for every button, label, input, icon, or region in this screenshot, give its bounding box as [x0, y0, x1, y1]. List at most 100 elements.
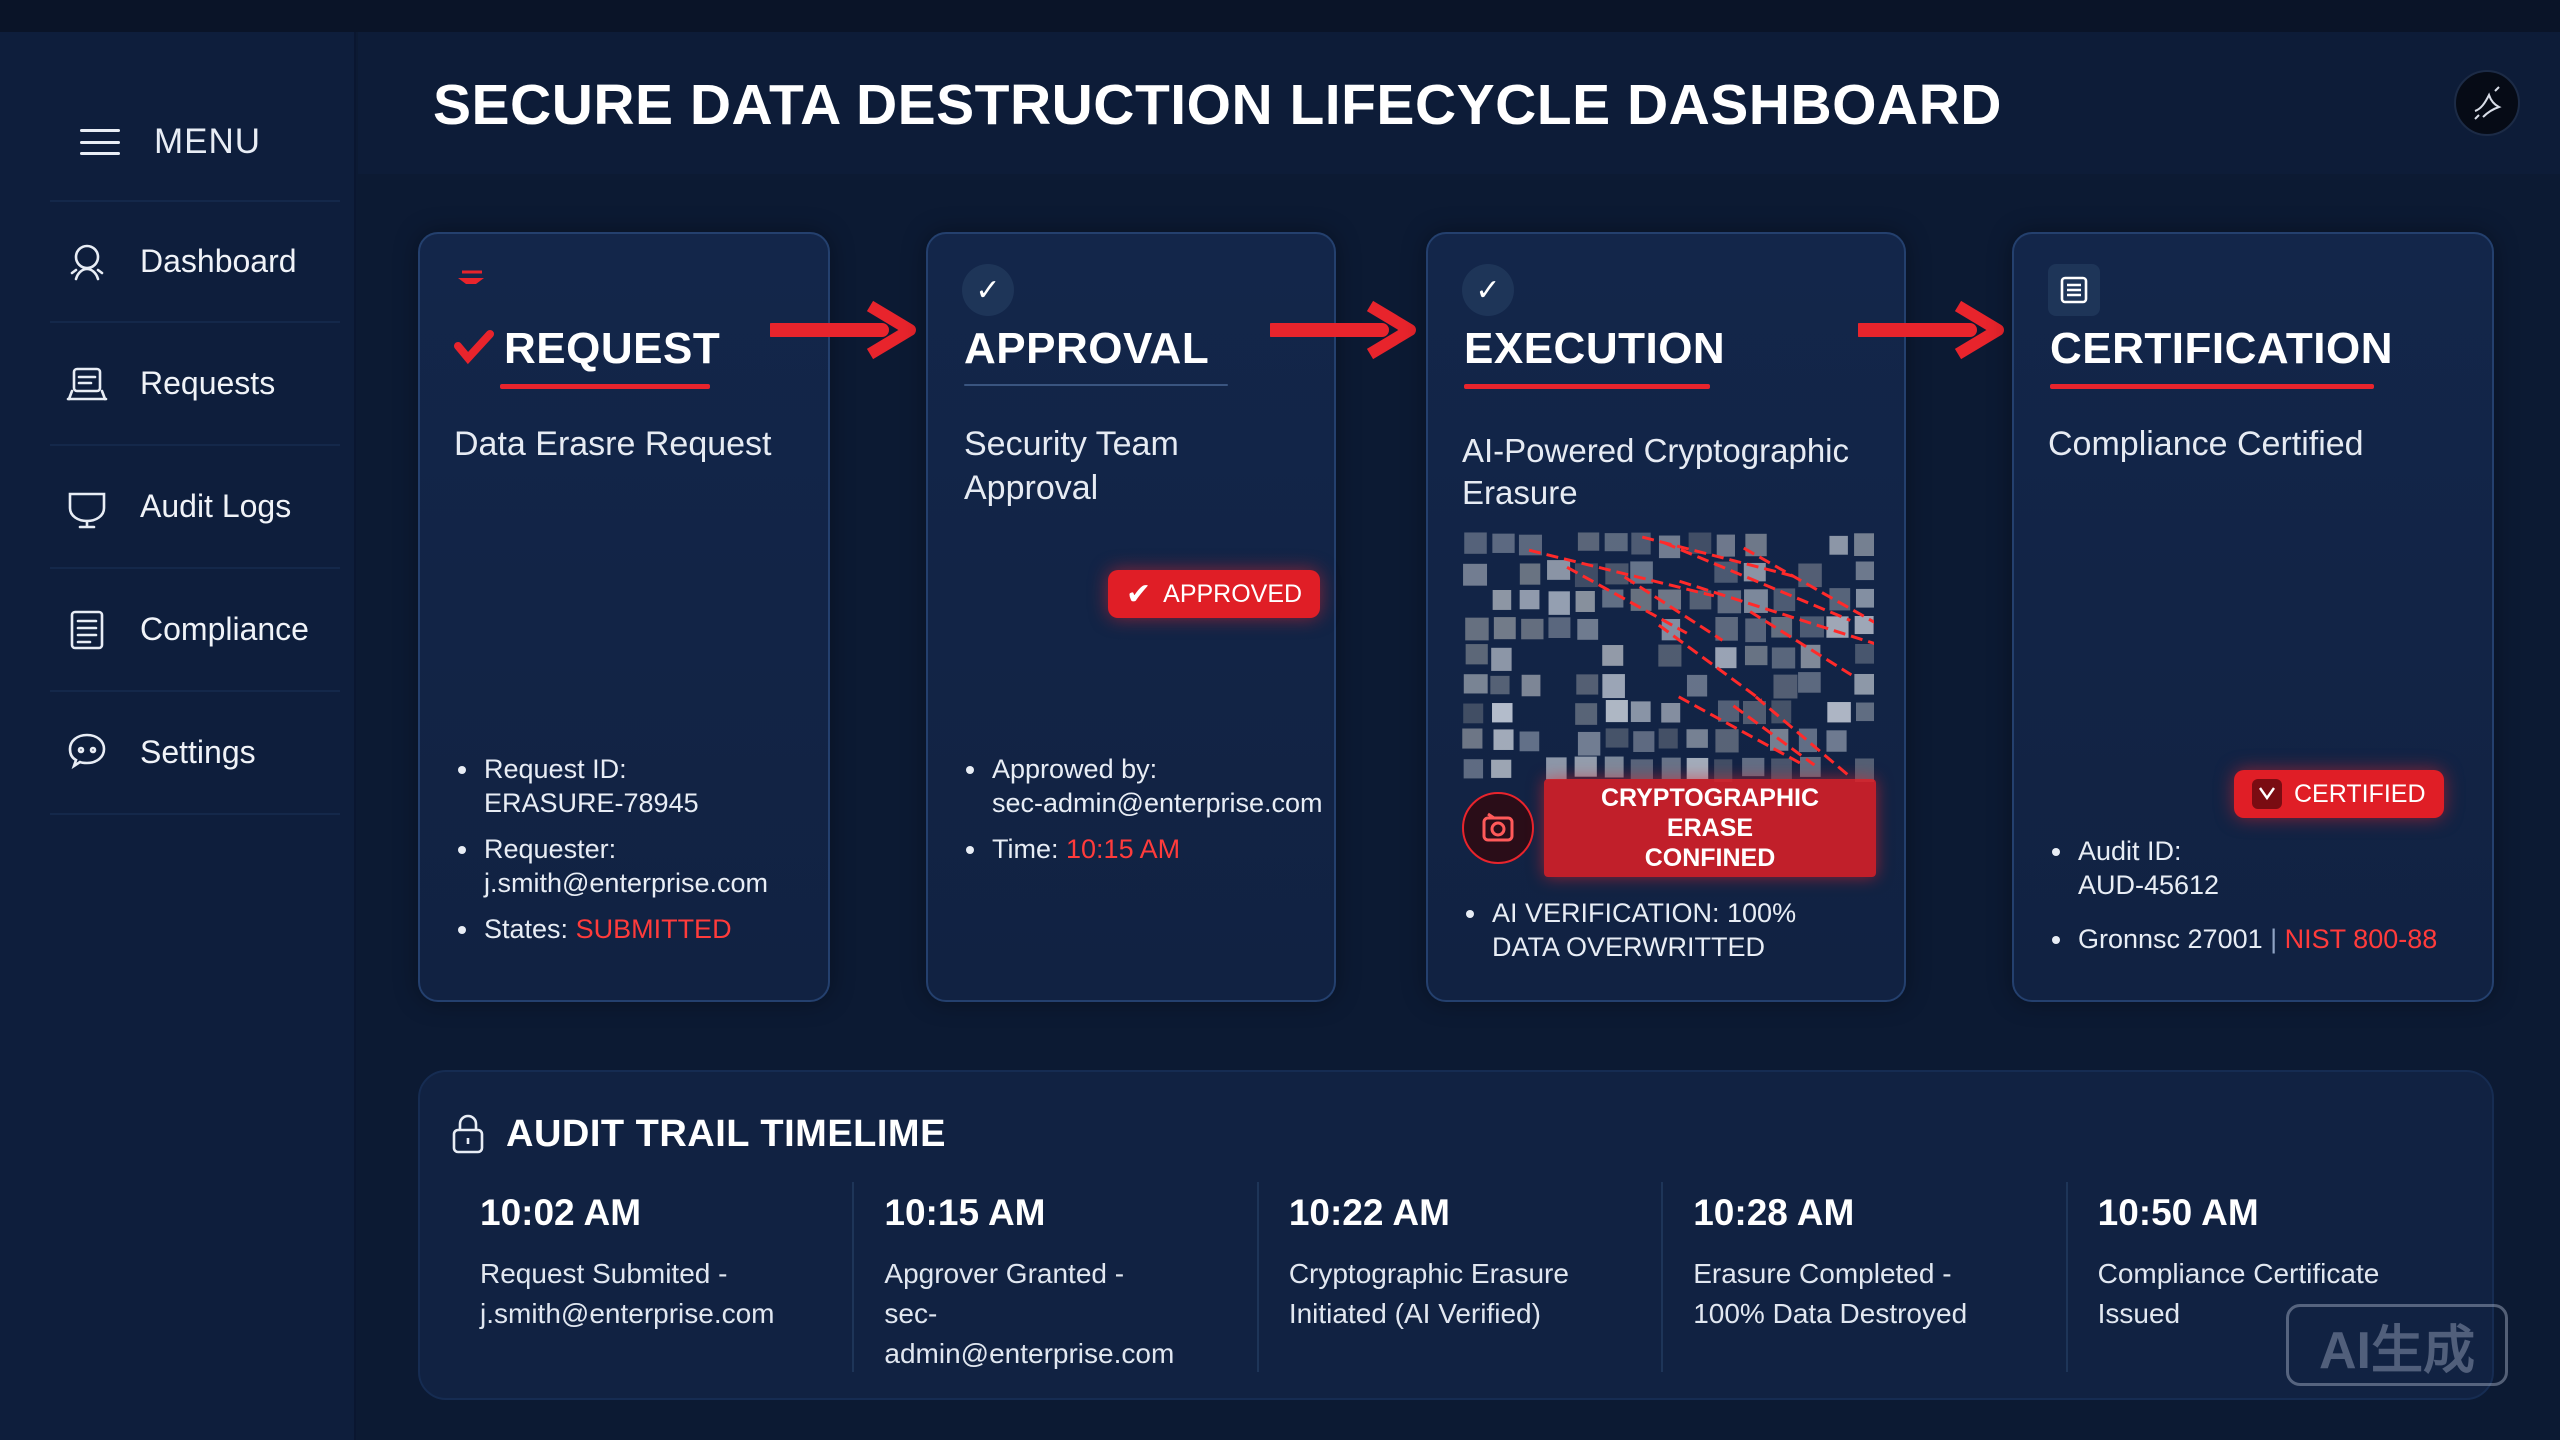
sidebar-item-dashboard[interactable]: Dashboard	[50, 200, 340, 323]
event-description: Request Submited -j.smith@enterprise.com	[480, 1254, 810, 1334]
erase-status: CRYPTOGRAPHIC ERASE CONFINED	[1462, 779, 1876, 877]
approved-by-label: Approwed by:	[992, 754, 1158, 784]
request-flag-icon	[454, 264, 506, 316]
requester-label: Requester:	[484, 834, 617, 864]
menu-label: MENU	[154, 122, 262, 161]
sidebar-item-audit-logs[interactable]: Audit Logs	[50, 446, 340, 569]
audit-trail-panel: AUDIT TRAIL TIMELIME 10:02 AM Request Su…	[418, 1070, 2494, 1400]
execution-details: AI VERIFICATION: 100% DATA OVERWRITTED	[1462, 896, 1882, 976]
list-item: Gronnsc 27001 | NIST 800-88	[2048, 922, 2488, 956]
nist-standard: NIST 800-88	[2284, 924, 2438, 954]
iso-standard: Gronnsc 27001	[2078, 924, 2263, 954]
certificate-icon	[2252, 779, 2282, 809]
approved-badge: ✔ APPROVED	[1108, 570, 1321, 618]
sidebar-item-settings[interactable]: Settings	[50, 692, 340, 815]
verification-line: DATA OVERWRITTED	[1492, 932, 1766, 962]
avatar[interactable]	[2454, 70, 2520, 136]
status-badge: SUBMITTED	[575, 914, 732, 944]
stage-title: EXECUTION	[1464, 324, 1726, 373]
requests-icon	[64, 361, 110, 407]
stage-subtitle: Security Team Approval	[964, 422, 1179, 510]
settings-icon	[64, 730, 110, 776]
sidebar-item-label: Dashboard	[140, 243, 297, 279]
stage-title: REQUEST	[504, 324, 721, 373]
stage-title: CERTIFICATION	[2050, 324, 2393, 373]
erase-label-line: CRYPTOGRAPHIC ERASE	[1600, 784, 1820, 842]
arrow-right-icon	[770, 300, 916, 360]
erase-label: CRYPTOGRAPHIC ERASE CONFINED	[1544, 779, 1876, 877]
erase-label-line: CONFINED	[1644, 844, 1776, 872]
badge-label: CERTIFIED	[2294, 779, 2426, 808]
stage-underline	[964, 384, 1228, 386]
stage-underline	[500, 384, 710, 389]
hamburger-icon[interactable]	[80, 129, 120, 155]
sidebar-item-label: Settings	[140, 734, 256, 770]
request-details: Request ID:ERASURE-78945 Requester: j.smi…	[454, 752, 814, 958]
event-line: 100% Data Destroyed	[1693, 1298, 1968, 1329]
subtitle-line: Security Team	[964, 425, 1179, 463]
top-strip	[0, 0, 2560, 32]
subtitle-line: AI-Powered Cryptographic	[1462, 432, 1850, 469]
requester-email: j.smith@enterprise.com	[484, 868, 768, 898]
stage-card-execution[interactable]: ✓ EXECUTION AI-Powered Cryptographic Era…	[1426, 232, 1906, 1002]
stage-card-certification[interactable]: CERTIFICATION Compliance Certified CERTI…	[2012, 232, 2494, 1002]
logo-icon	[2474, 86, 2502, 120]
event-line: Apgrover Granted -	[884, 1258, 1125, 1289]
event-line: j.smith@enterprise.com	[480, 1298, 775, 1329]
subtitle-line: Erasure	[1462, 474, 1578, 511]
timeline-events: 10:02 AM Request Submited -j.smith@enter…	[450, 1182, 2470, 1372]
request-id: ERASURE-78945	[484, 788, 699, 818]
check-circle-icon: ✓	[962, 264, 1014, 316]
header-bar: SECURE DATA DESTRUCTION LIFECYCLE DASHBO…	[358, 32, 2560, 174]
event-description: Erasure Completed - 100% Data Destroyed	[1693, 1254, 2023, 1334]
list-item: Time: 10:15 AM	[962, 832, 1332, 866]
subtitle-line: Approval	[964, 469, 1099, 507]
menu-toggle[interactable]: MENU	[80, 92, 261, 192]
audit-id-label: Audit ID:	[2078, 836, 2182, 866]
sidebar-item-requests[interactable]: Requests	[50, 323, 340, 446]
timeline-event[interactable]: 10:15 AM Apgrover Granted -sec-admin@ent…	[854, 1182, 1259, 1372]
stage-subtitle: AI-Powered Cryptographic Erasure	[1462, 430, 1849, 514]
page-title: SECURE DATA DESTRUCTION LIFECYCLE DASHBO…	[433, 73, 2002, 137]
sidebar-item-compliance[interactable]: Compliance	[50, 569, 340, 692]
audit-id: AUD-45612	[2078, 870, 2220, 900]
stage-title: APPROVAL	[964, 324, 1210, 373]
stage-card-request[interactable]: REQUEST Data Erasre Request Request ID:E…	[418, 232, 830, 1002]
checkmark-icon: ✔	[1126, 577, 1152, 611]
audit-logs-icon	[64, 484, 110, 530]
verification-line: AI VERIFICATION: 100%	[1492, 898, 1797, 928]
timeline-event[interactable]: 10:02 AM Request Submited -j.smith@enter…	[450, 1182, 855, 1372]
dashboard-icon	[64, 239, 110, 285]
sidebar-item-label: Requests	[140, 365, 276, 401]
audit-trail-title: AUDIT TRAIL TIMELIME	[506, 1112, 946, 1155]
arrow-right-icon	[1270, 300, 1416, 360]
event-line: Compliance Certificate	[2097, 1258, 2380, 1289]
separator: |	[2270, 924, 2278, 954]
approval-time: 10:15 AM	[1066, 834, 1181, 864]
erase-drive-icon	[1462, 792, 1534, 864]
event-line: Erasure Completed -	[1693, 1258, 1952, 1289]
list-item: Approwed by: sec-admin@enterprise.com	[962, 752, 1332, 820]
ai-generated-watermark: AI生成	[2286, 1304, 2508, 1386]
list-item: AI VERIFICATION: 100% DATA OVERWRITTED	[1462, 896, 1882, 964]
list-item: Requester: j.smith@enterprise.com	[454, 832, 814, 900]
approval-details: Approwed by: sec-admin@enterprise.com Tim…	[962, 752, 1332, 878]
check-icon	[454, 330, 494, 365]
stage-underline	[1464, 384, 1710, 389]
lock-icon	[452, 1114, 484, 1154]
time-label: Time:	[992, 834, 1059, 864]
event-line: Initiated (AI Verified)	[1288, 1298, 1541, 1329]
event-time: 10:50 AM	[2097, 1192, 2259, 1233]
event-time: 10:28 AM	[1693, 1192, 1855, 1233]
list-item: Request ID:ERASURE-78945	[454, 752, 814, 820]
approver-email: sec-admin@enterprise.com	[992, 788, 1323, 818]
timeline-event[interactable]: 10:28 AM Erasure Completed - 100% Data De…	[1663, 1182, 2068, 1372]
event-time: 10:02 AM	[480, 1192, 642, 1233]
sidebar-nav: Dashboard Requests Audit Logs Compliance…	[50, 200, 340, 815]
document-icon	[2048, 264, 2100, 316]
audit-trail-header: AUDIT TRAIL TIMELIME	[450, 1112, 946, 1156]
stage-card-approval[interactable]: ✓ APPROVAL Security Team Approval ✔ APPR…	[926, 232, 1336, 1002]
